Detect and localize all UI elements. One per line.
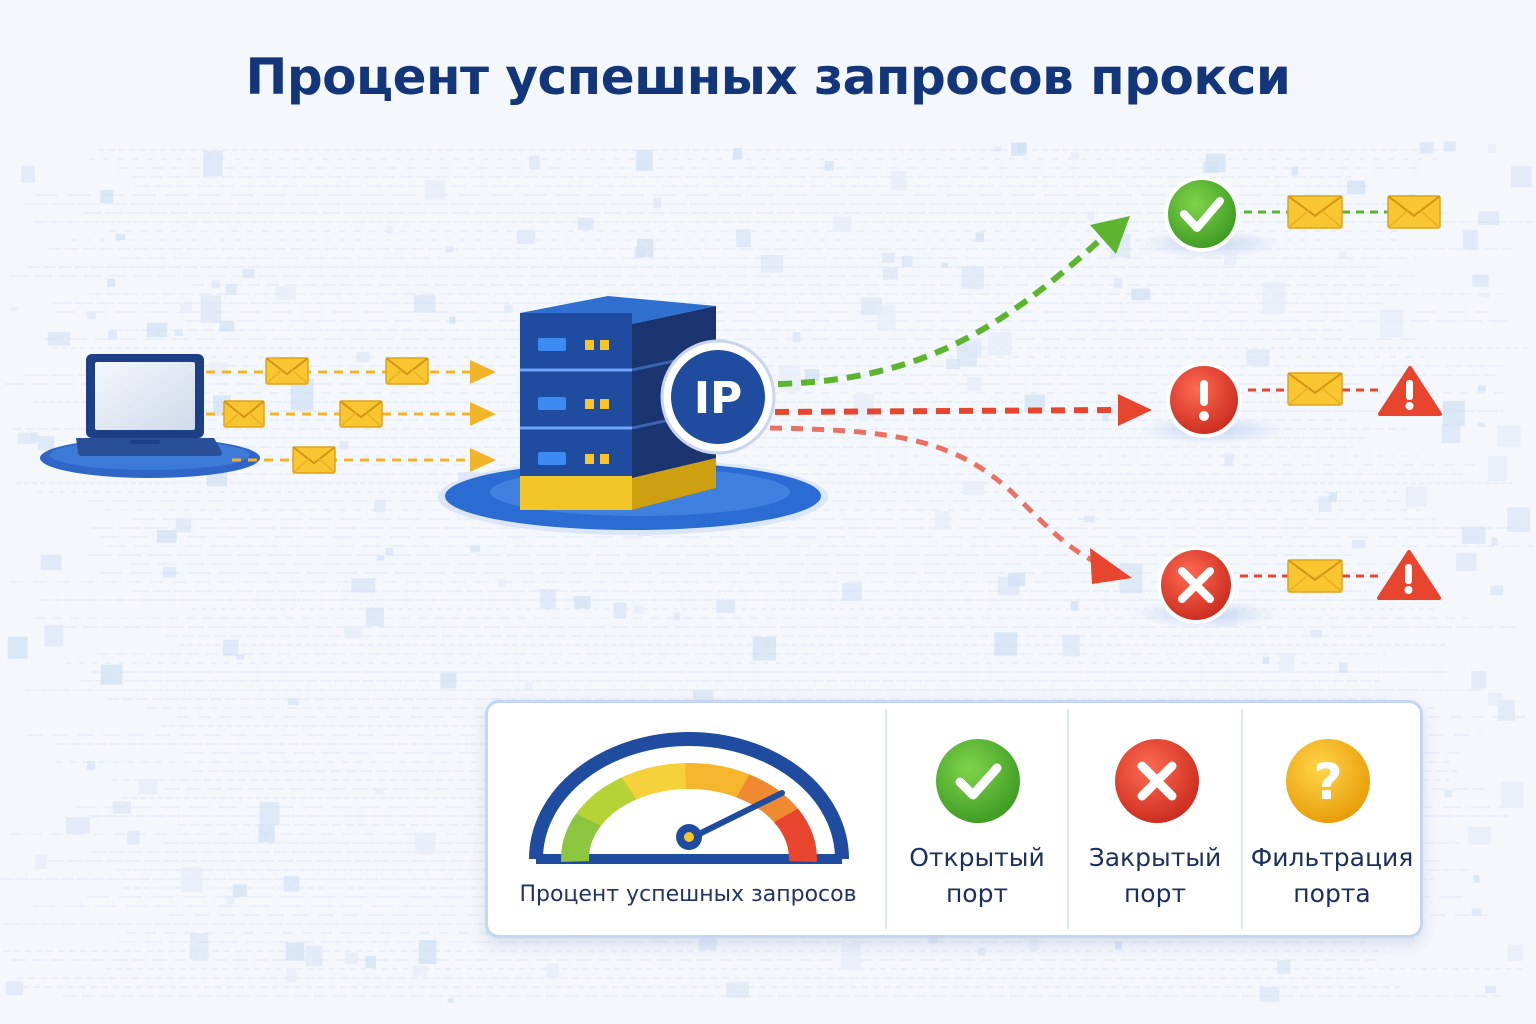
question-icon: ? [1313,753,1342,811]
ip-badge-label: IP [694,373,743,424]
gauge-label: Процент успешных запросов [519,882,857,907]
cross-icon [1137,761,1177,801]
legend-divider [1067,709,1069,929]
warning-result [1140,362,1284,444]
warning-triangle-icon [1378,366,1442,416]
laptop-icon [40,354,260,478]
legend-item-filtered-port: Фильтрация порта [1250,843,1414,908]
ip-badge: IP [660,339,776,455]
success-result [1140,176,1280,258]
gauge-segment [685,763,757,800]
cross-icon [1178,567,1214,603]
check-icon [955,763,1002,800]
proxy-server-icon [438,296,828,535]
result-chains [1240,210,1388,578]
request-arrowheads [470,360,496,472]
legend-divider [885,709,887,929]
warning-triangles [1377,366,1442,600]
fail-path [769,425,1132,584]
error-path [774,394,1152,426]
envelope-icon [1287,372,1343,406]
check-icon [1180,197,1224,232]
fail-result [1134,546,1278,628]
envelope-icon [265,357,309,385]
envelope-icon [292,446,336,474]
legend-item-closed-port: Закрытый порт [1088,843,1222,908]
gauge-segment [774,808,817,862]
envelope-icon [1287,195,1343,229]
envelope-icon [339,400,383,428]
response-envelopes [1287,195,1441,593]
gauge-segment [621,763,693,800]
open-port-icon [936,739,1020,823]
request-arrows [206,367,492,465]
envelope-icon [223,400,265,428]
page-title: Процент успешных запросов прокси [245,48,1291,106]
request-envelopes [223,357,429,474]
legend-divider [1241,709,1243,929]
warning-triangle-icon [1377,550,1441,600]
envelope-icon [385,357,429,385]
legend-item-open-port: Открытый порт [909,843,1045,908]
gauge-segment [576,774,642,826]
success-rate-gauge [529,732,849,864]
success-path [777,216,1130,387]
filtered-port-icon: ? [1286,739,1370,823]
legend-panel: Процент успешных запросов Открытый порт … [485,700,1423,938]
closed-port-icon [1115,739,1199,823]
envelope-icon [1287,559,1343,593]
exclamation-icon [1200,380,1208,406]
envelope-icon [1387,195,1441,229]
